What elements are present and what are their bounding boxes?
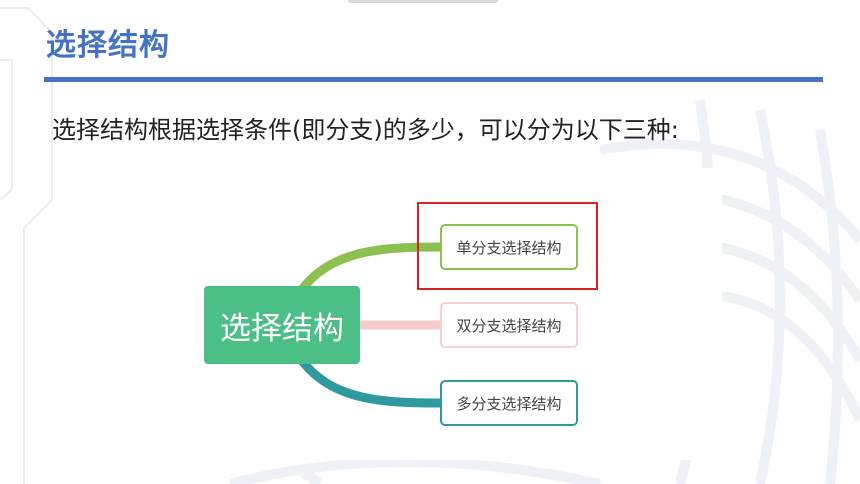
connector-single-branch <box>295 242 445 297</box>
branch-node-double: 双分支选择结构 <box>440 302 578 348</box>
title-underline <box>44 77 823 82</box>
connector-multi-branch <box>295 353 445 408</box>
highlight-box <box>417 202 598 290</box>
branch-node-multi: 多分支选择结构 <box>440 380 578 426</box>
top-tab-marker <box>348 0 498 3</box>
mindmap-root-node: 选择结构 <box>204 286 360 364</box>
branch-node-single: 单分支选择结构 <box>440 224 578 270</box>
slide-title: 选择结构 <box>46 28 170 63</box>
intro-text: 选择结构根据选择条件(即分支)的多少，可以分为以下三种: <box>52 116 679 144</box>
